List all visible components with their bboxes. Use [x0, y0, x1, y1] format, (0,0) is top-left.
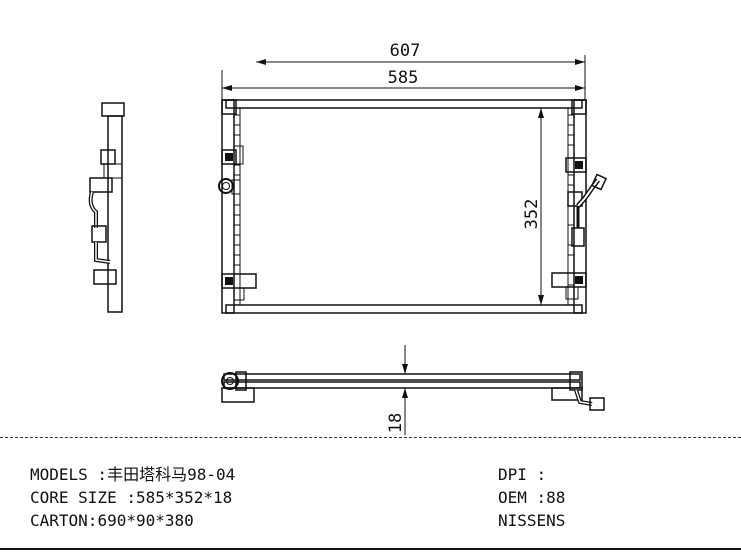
core-height-dimension: 352	[522, 108, 544, 305]
models-label: MODELS :	[30, 465, 108, 484]
brand-row: NISSENS	[498, 509, 565, 532]
core-width-dimension: 585	[222, 68, 585, 91]
oem-row: OEM :88	[498, 486, 565, 509]
core-thickness-label: 18	[386, 413, 406, 433]
dpi-row: DPI :	[498, 463, 565, 486]
core-width-label: 585	[388, 68, 419, 88]
condenser-front-view	[218, 99, 608, 314]
bottom-border	[0, 548, 741, 550]
condenser-side-view	[88, 102, 125, 313]
core-height-label: 352	[522, 199, 542, 230]
oem-value: 88	[546, 488, 566, 507]
core-size-row: CORE SIZE :585*352*18	[30, 486, 235, 509]
carton-label: CARTON:	[30, 511, 98, 530]
oem-label: OEM :	[498, 488, 547, 507]
condenser-bottom-view	[221, 371, 605, 411]
carton-value: 690*90*380	[97, 511, 194, 530]
core-thickness-dimension: 18	[386, 345, 408, 435]
reference-block: DPI : OEM :88 NISSENS	[498, 463, 565, 532]
overall-width-label: 607	[390, 41, 421, 61]
carton-row: CARTON:690*90*380	[30, 509, 235, 532]
models-row: MODELS :丰田塔科马98-04	[30, 463, 235, 486]
section-divider	[0, 437, 741, 438]
models-value: 丰田塔科马98-04	[107, 465, 236, 484]
core-size-label: CORE SIZE :	[30, 488, 136, 507]
brand-name: NISSENS	[498, 511, 566, 530]
dpi-label: DPI :	[498, 465, 547, 484]
core-size-value: 585*352*18	[135, 488, 233, 507]
overall-width-dimension: 607	[221, 41, 586, 100]
spec-block: MODELS :丰田塔科马98-04 CORE SIZE :585*352*18…	[30, 463, 235, 532]
condenser-technical-drawing: 607 585	[88, 41, 608, 435]
